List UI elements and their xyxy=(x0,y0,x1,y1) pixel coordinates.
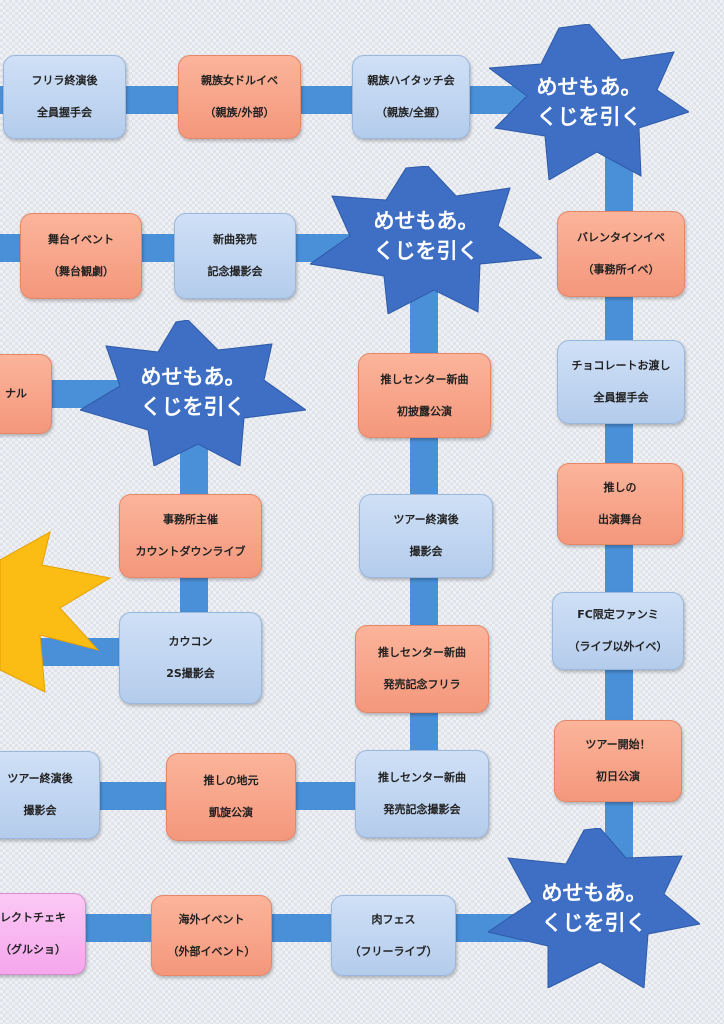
board-space: 推しセンター新曲 初披露公演 xyxy=(358,353,491,438)
space-subtitle: 撮影会 xyxy=(23,804,57,817)
space-title: カウコン xyxy=(168,635,213,648)
space-subtitle: 全員握手会 xyxy=(37,106,92,119)
chance-line1: めせもあ。 xyxy=(373,209,479,233)
chance-space: めせもあ。 くじを引く xyxy=(488,828,700,988)
board-space: 海外イベント （外部イベント） xyxy=(151,895,272,976)
space-subtitle: （事務所イベ） xyxy=(582,263,660,276)
space-subtitle: （グルショ） xyxy=(0,943,66,956)
space-title: レクトチェキ xyxy=(0,911,66,924)
board-space: ツアー開始！ 初日公演 xyxy=(554,720,682,802)
board-space: ツアー終演後 撮影会 xyxy=(359,494,493,578)
board-space: カウコン 2S撮影会 xyxy=(119,612,262,704)
space-title: 海外イベント xyxy=(178,912,245,926)
space-subtitle: （ライブ以外イベ） xyxy=(568,640,668,653)
star-icon xyxy=(488,828,700,988)
board-space: 推しセンター新曲 発売記念フリラ xyxy=(355,625,489,713)
board-space: 肉フェス （フリーライブ） xyxy=(331,895,456,976)
board-space: 推しセンター新曲 発売記念撮影会 xyxy=(355,750,489,838)
board-space: 親族ハイタッチ会 （親族/全握） xyxy=(352,55,470,139)
space-title: ツアー終演後 xyxy=(393,513,459,526)
chance-line2: くじを引く xyxy=(373,239,479,263)
space-title: 肉フェス xyxy=(371,912,416,926)
chance-line1: めせもあ。 xyxy=(541,881,647,905)
space-subtitle: 撮影会 xyxy=(409,545,443,558)
space-subtitle: 全員握手会 xyxy=(593,391,649,404)
board-space: FC限定ファンミ （ライブ以外イベ） xyxy=(552,592,684,670)
chance-line1: めせもあ。 xyxy=(140,365,246,389)
board-space: 事務所主催 カウントダウンライブ xyxy=(119,494,262,578)
space-title: ナル xyxy=(5,387,27,400)
space-title: 舞台イベント xyxy=(48,233,114,246)
board-space: ナル xyxy=(0,354,52,434)
space-title: 新曲発売 xyxy=(213,233,257,246)
chance-line1: めせもあ。 xyxy=(536,75,642,99)
board-space: ツアー終演後 撮影会 xyxy=(0,751,100,839)
space-subtitle: 出演舞台 xyxy=(598,513,642,526)
space-subtitle: 記念撮影会 xyxy=(207,265,263,278)
space-subtitle: カウントダウンライブ xyxy=(135,545,246,558)
space-subtitle: 発売記念撮影会 xyxy=(383,803,461,816)
space-title: 親族ハイタッチ会 xyxy=(367,74,455,87)
chance-line2: くじを引く xyxy=(140,395,246,419)
space-subtitle: （外部イベント） xyxy=(167,944,256,958)
board-space: バレンタインイベ （事務所イベ） xyxy=(557,211,685,297)
chance-space: めせもあ。 くじを引く xyxy=(489,24,689,180)
board-space: フリラ終演後 全員握手会 xyxy=(3,55,126,139)
space-title: 推しセンター新曲 xyxy=(378,771,466,784)
space-subtitle: 初日公演 xyxy=(596,770,640,783)
board-space: 推しの地元 凱旋公演 xyxy=(166,753,296,841)
board-space: 新曲発売 記念撮影会 xyxy=(174,213,296,299)
board-space: レクトチェキ （グルショ） xyxy=(0,893,86,975)
chance-space: めせもあ。 くじを引く xyxy=(310,166,542,314)
space-title: フリラ終演後 xyxy=(31,74,98,87)
star-icon xyxy=(80,320,306,466)
space-title: ツアー終演後 xyxy=(7,772,73,785)
space-title: バレンタインイベ xyxy=(577,231,665,244)
space-title: チョコレートお渡し xyxy=(571,359,671,372)
space-subtitle: 初披露公演 xyxy=(397,404,452,418)
space-subtitle: （親族/全握） xyxy=(375,106,447,119)
space-subtitle: （親族/外部） xyxy=(204,106,275,119)
space-subtitle: （フリーライブ） xyxy=(349,944,438,958)
space-title: 推しセンター新曲 xyxy=(378,646,466,659)
space-title: 推しの xyxy=(603,481,637,494)
star-icon xyxy=(489,24,689,180)
chance-line2: くじを引く xyxy=(536,105,642,129)
space-subtitle: 発売記念フリラ xyxy=(383,678,461,691)
space-subtitle: 2S撮影会 xyxy=(166,667,215,680)
board-space: チョコレートお渡し 全員握手会 xyxy=(557,340,685,424)
space-title: 推しセンター新曲 xyxy=(380,372,469,386)
board-space: 推しの 出演舞台 xyxy=(557,463,683,545)
space-title: ツアー開始！ xyxy=(585,738,651,751)
board-space: 親族女ドルイベ （親族/外部） xyxy=(178,55,301,139)
space-title: 事務所主催 xyxy=(163,513,218,526)
board-space: 舞台イベント （舞台観劇） xyxy=(20,213,142,299)
star-icon xyxy=(310,166,542,314)
space-subtitle: 凱旋公演 xyxy=(209,806,253,819)
space-title: 親族女ドルイベ xyxy=(201,74,278,87)
space-title: FC限定ファンミ xyxy=(577,608,659,621)
burst-icon xyxy=(0,531,112,693)
space-title: 推しの地元 xyxy=(203,774,259,787)
space-subtitle: （舞台観劇） xyxy=(48,265,114,278)
chance-space: めせもあ。 くじを引く xyxy=(80,320,306,466)
chance-line2: くじを引く xyxy=(541,911,647,935)
